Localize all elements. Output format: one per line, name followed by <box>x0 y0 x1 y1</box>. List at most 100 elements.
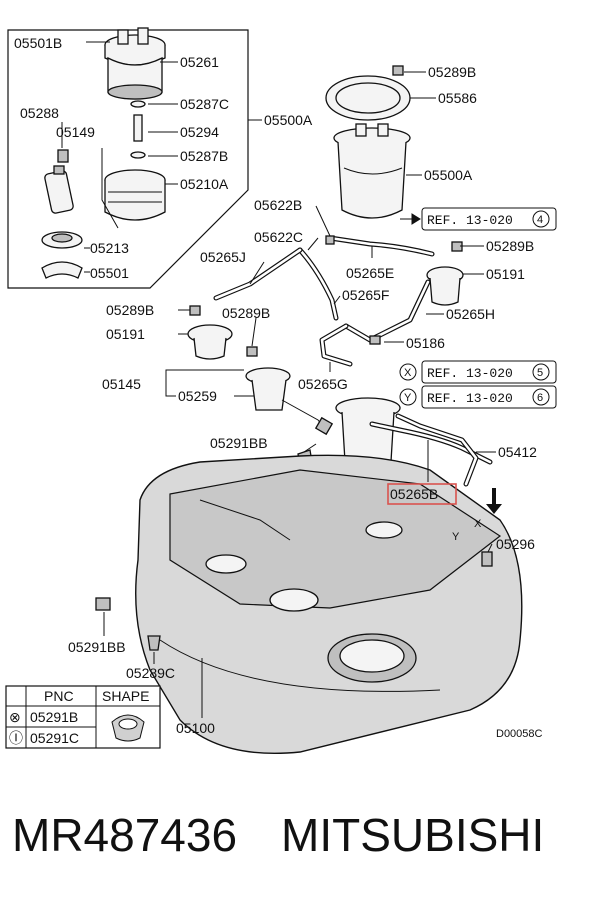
legend-row2-symbol: Ⓘ <box>9 730 23 746</box>
legend-table: PNC SHAPE ⊗ 05291B Ⓘ 05291C <box>5 685 161 749</box>
fuel-tank <box>135 454 523 755</box>
label-05191-left: 05191 <box>106 326 145 342</box>
label-05622b: 05622B <box>254 197 302 213</box>
ref-box-5 <box>421 360 557 384</box>
ref-6-text: REF. 13-020 <box>427 391 513 406</box>
hose-05265b <box>395 413 479 487</box>
legend-row1-pnc: 05291B <box>30 709 78 725</box>
label-05501: 05501 <box>90 265 129 281</box>
clip-05291bb-bottom <box>95 597 111 611</box>
hose-05622b <box>327 235 435 257</box>
label-05294: 05294 <box>180 124 219 140</box>
part-05213 <box>41 231 83 249</box>
label-05500a: 05500A <box>424 167 473 183</box>
label-05145: 05145 <box>102 376 141 392</box>
ref-5-num: 5 <box>537 367 543 379</box>
ref-4-circle <box>532 210 550 228</box>
label-05149: 05149 <box>56 124 95 140</box>
pump-top-cap <box>104 27 166 66</box>
ref-4-num: 4 <box>537 214 543 226</box>
pin-05294 <box>133 114 143 142</box>
marker-y: Y <box>452 531 460 543</box>
ref-5-circle <box>532 363 550 381</box>
nut-05289c <box>147 635 161 651</box>
ref-6-mark: Y <box>404 392 412 404</box>
part-05288 <box>57 149 69 163</box>
cover-05191-left <box>187 324 233 360</box>
label-05261: 05261 <box>180 54 219 70</box>
label-05289b-left: 05289B <box>106 302 154 318</box>
part-number: MR487436 <box>12 809 238 861</box>
nut-05289b-top <box>392 65 404 76</box>
part-footer: MR487436 MITSUBISHI <box>12 808 592 878</box>
diagram-code: D00058C <box>496 728 543 740</box>
ref-box-6 <box>421 385 557 409</box>
parts-diagram: 05501B 05261 05288 05287C 05149 05294 05… <box>5 27 557 755</box>
ref-4-arrow <box>400 213 421 225</box>
label-05586: 05586 <box>438 90 477 106</box>
label-05289b-mid: 05289B <box>486 238 534 254</box>
legend-header-pnc: PNC <box>44 688 74 704</box>
label-05296: 05296 <box>496 536 535 552</box>
ref-5-mark: X <box>404 367 412 379</box>
ref-6-mark-circle <box>399 388 417 406</box>
pump-flange-ring <box>325 75 411 121</box>
label-05210a: 05210A <box>180 176 229 192</box>
washer-05287b <box>130 151 146 159</box>
label-05412: 05412 <box>498 444 537 460</box>
label-05622c: 05622C <box>254 229 303 245</box>
cover-05191-right <box>426 266 464 306</box>
label-05186: 05186 <box>406 335 445 351</box>
pump-module-upper <box>107 56 163 100</box>
tank-port-left <box>205 554 247 574</box>
label-05287b: 05287B <box>180 148 228 164</box>
brand-name: MITSUBISHI <box>281 809 545 861</box>
label-05265j: 05265J <box>200 249 246 265</box>
washer-05287c <box>130 100 146 108</box>
label-05265e: 05265E <box>346 265 394 281</box>
clamp-shape-icon <box>111 714 145 742</box>
ref-5-mark-circle <box>399 363 417 381</box>
ref-5-text: REF. 13-020 <box>427 366 513 381</box>
ref-4-text: REF. 13-020 <box>427 213 513 228</box>
legend-row2-pnc: 05291C <box>30 730 79 746</box>
part-05296 <box>481 551 493 567</box>
label-05100: 05100 <box>176 720 215 736</box>
label-05289b-top: 05289B <box>428 64 476 80</box>
legend-header-shape: SHAPE <box>102 688 149 704</box>
tank-port-center <box>269 588 319 612</box>
hose-05265g <box>319 323 353 367</box>
inset-box <box>7 29 249 289</box>
hose-05265h <box>343 279 431 343</box>
clamp <box>369 335 381 345</box>
hose-05622c <box>297 247 339 321</box>
fuel-pump-motor <box>44 165 74 214</box>
label-05259: 05259 <box>178 388 217 404</box>
nut-05289b-left <box>189 305 201 316</box>
fuel-filter <box>104 169 166 221</box>
ref-6-num: 6 <box>537 392 543 404</box>
fuel-sender-unit <box>245 367 334 436</box>
legend-row1-symbol: ⊗ <box>9 709 21 725</box>
label-05291bb-bottom: 05291BB <box>68 639 126 655</box>
label-05291bb-top: 05291BB <box>210 435 268 451</box>
label-05265g: 05265G <box>298 376 348 392</box>
label-05213: 05213 <box>90 240 129 256</box>
hose-05412 <box>369 421 493 465</box>
ref-6-circle <box>532 388 550 406</box>
label-05265f: 05265F <box>342 287 389 303</box>
marker-x: X <box>474 518 482 530</box>
arrow-to-x <box>486 488 502 514</box>
ref-box-4 <box>421 207 557 231</box>
tank-port-right <box>365 521 403 539</box>
label-05265h: 05265H <box>446 306 495 322</box>
label-05289c: 05289C <box>126 665 175 681</box>
nut-05289b-left2 <box>246 346 258 357</box>
highlight-05265b <box>387 483 457 505</box>
label-05501b: 05501B <box>14 35 62 51</box>
label-05191-right: 05191 <box>486 266 525 282</box>
label-05289b-left2: 05289B <box>222 305 270 321</box>
label-05265b: 05265B <box>390 486 438 502</box>
label-05500a-box: 05500A <box>264 112 313 128</box>
clamp <box>325 235 335 245</box>
